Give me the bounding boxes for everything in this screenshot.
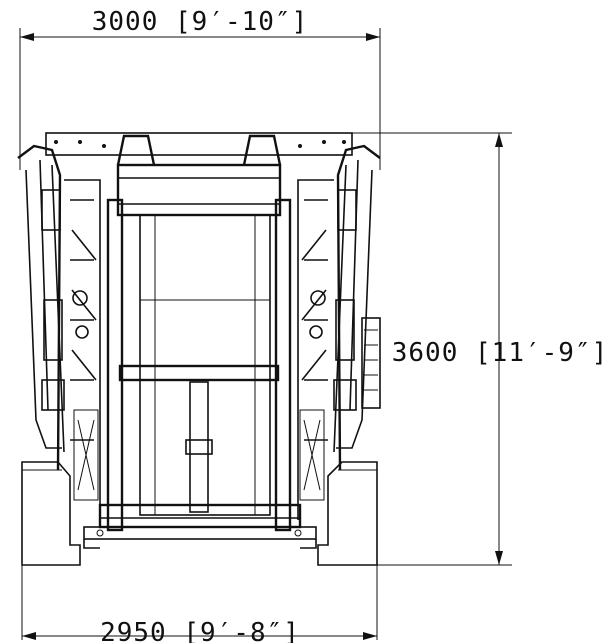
left-lifting-lug: [116, 134, 156, 166]
mast-base-feet: [83, 539, 317, 549]
top-plate-outline: [45, 132, 353, 156]
right-boom-arm: [336, 169, 373, 449]
height-dimension: 3600 [11′-9″]: [290, 132, 606, 566]
mast-crossbar: [118, 364, 280, 382]
top-width-label: 3000 [9′-10″]: [92, 7, 309, 37]
right-lifting-lug: [242, 134, 282, 166]
left-lower-cross: [77, 419, 95, 491]
top-dim-arrow-left: [20, 33, 34, 41]
left-outer-boom: [17, 144, 62, 471]
right-lower-cross: [303, 419, 321, 491]
height-label: 3600 [11′-9″]: [392, 338, 606, 368]
bottom-dim-arrow-right: [363, 632, 377, 640]
left-boom-line-b: [51, 164, 65, 453]
mast-base-plate: [83, 526, 317, 540]
bottom-width-dimension: 2950 [9′-8″]: [21, 565, 378, 643]
top-width-dimension: 3000 [9′-10″]: [19, 7, 381, 170]
left-frame-braces: [71, 229, 97, 381]
left-inner-frame: [64, 179, 101, 520]
mast-center-clamp: [185, 439, 213, 455]
right-frame-ribs: [304, 199, 328, 441]
right-boom-line-b: [333, 164, 347, 453]
right-side-panel-lines: [364, 329, 378, 391]
mast-base-pin-right: [294, 529, 302, 537]
left-boom-assembly: [17, 144, 101, 520]
left-boom-block-a: [41, 189, 61, 231]
left-pivot-a: [72, 290, 88, 306]
height-dim-arrow-top: [495, 133, 503, 147]
right-lower-box: [299, 409, 325, 501]
mast-center-column: [189, 381, 209, 513]
right-outer-boom: [336, 144, 381, 471]
top-dim-arrow-right: [366, 33, 380, 41]
height-dim-arrow-bottom: [495, 551, 503, 565]
top-plate: [45, 132, 353, 166]
right-boom-block-c: [333, 379, 357, 411]
left-boom-block-c: [41, 379, 65, 411]
left-boom-arm: [25, 169, 62, 449]
right-boom-block-b: [335, 299, 355, 361]
left-pivot-b: [75, 325, 89, 339]
bottom-width-label: 2950 [9′-8″]: [100, 618, 300, 643]
left-track: [21, 461, 81, 566]
right-track: [317, 461, 378, 566]
left-boom-block-b: [43, 299, 63, 361]
mast-head: [116, 163, 282, 217]
right-boom-assembly: [297, 144, 381, 520]
central-mast: [83, 163, 317, 549]
right-frame-braces: [301, 229, 327, 381]
right-boom-block-a: [337, 189, 357, 231]
mast-base-pin-left: [96, 529, 104, 537]
left-lower-box: [73, 409, 99, 501]
right-side-panel: [361, 317, 381, 409]
right-pivot-a: [310, 290, 326, 306]
left-frame-ribs: [70, 199, 94, 441]
right-pivot-b: [309, 325, 323, 339]
top-plate-bolts: [54, 140, 346, 148]
right-inner-frame: [297, 179, 334, 520]
bottom-dim-arrow-left: [22, 632, 36, 640]
